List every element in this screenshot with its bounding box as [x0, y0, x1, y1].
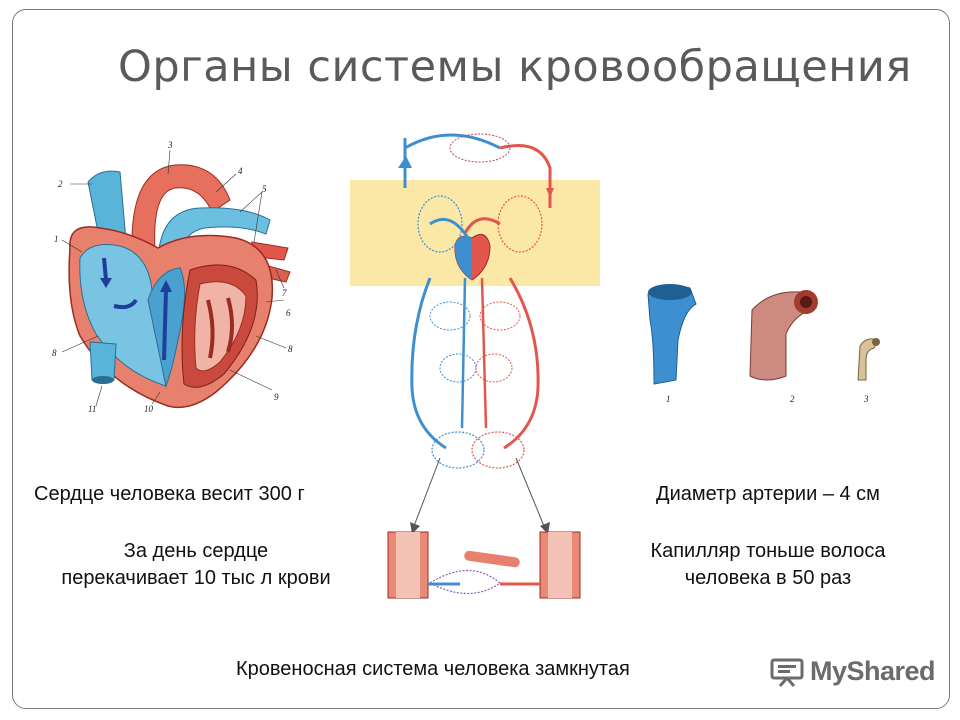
artery-diameter-text: Диаметр артерии – 4 см	[656, 483, 880, 505]
heart-pump-line2: перекачивает 10 тыс л крови	[61, 567, 331, 589]
heart-label-8-left: 8	[52, 348, 57, 358]
heart-label-4: 4	[238, 166, 243, 176]
heart-label-7: 7	[282, 288, 287, 298]
heart-label-6: 6	[286, 308, 291, 318]
heart-label-5: 5	[262, 184, 267, 194]
presentation-icon	[770, 658, 804, 687]
heart-label-8-right: 8	[288, 344, 293, 354]
heart-label-10: 10	[144, 404, 154, 414]
vessel-label-1: 1	[666, 394, 671, 404]
heart-label-2: 2	[58, 179, 63, 189]
heart-weight-text: Сердце человека весит 300 г	[34, 483, 305, 505]
watermark-text: MyShared	[810, 656, 936, 686]
capillary-line2: человека в 50 раз	[684, 567, 852, 589]
heart-label-1: 1	[54, 234, 59, 244]
capillary-line1: Капилляр тоньше волоса	[650, 540, 886, 562]
heart-pump-line1: За день сердце	[123, 540, 269, 562]
heart-pump-text: За день сердце перекачивает 10 тыс л кро…	[34, 538, 358, 592]
watermark: MyShared	[770, 656, 936, 687]
capillary-text: Капилляр тоньше волоса человека в 50 раз	[606, 538, 930, 592]
vessel-label-2: 2	[790, 394, 795, 404]
vessel-detail	[387, 531, 581, 599]
vessels-illustration: 1 2 3	[647, 284, 880, 404]
heart-illustration: 1 2 3 4 5 6 7 8 8 9 10 11	[52, 140, 293, 414]
slide-title: Органы системы кровообращения	[118, 42, 912, 92]
circulation-diagram	[350, 133, 600, 599]
vessel-label-3: 3	[863, 394, 869, 404]
heart-label-9: 9	[274, 392, 279, 402]
heart-label-11: 11	[88, 404, 96, 414]
heart-label-3: 3	[167, 140, 173, 150]
closed-system-text: Кровеносная система человека замкнутая	[236, 658, 630, 680]
